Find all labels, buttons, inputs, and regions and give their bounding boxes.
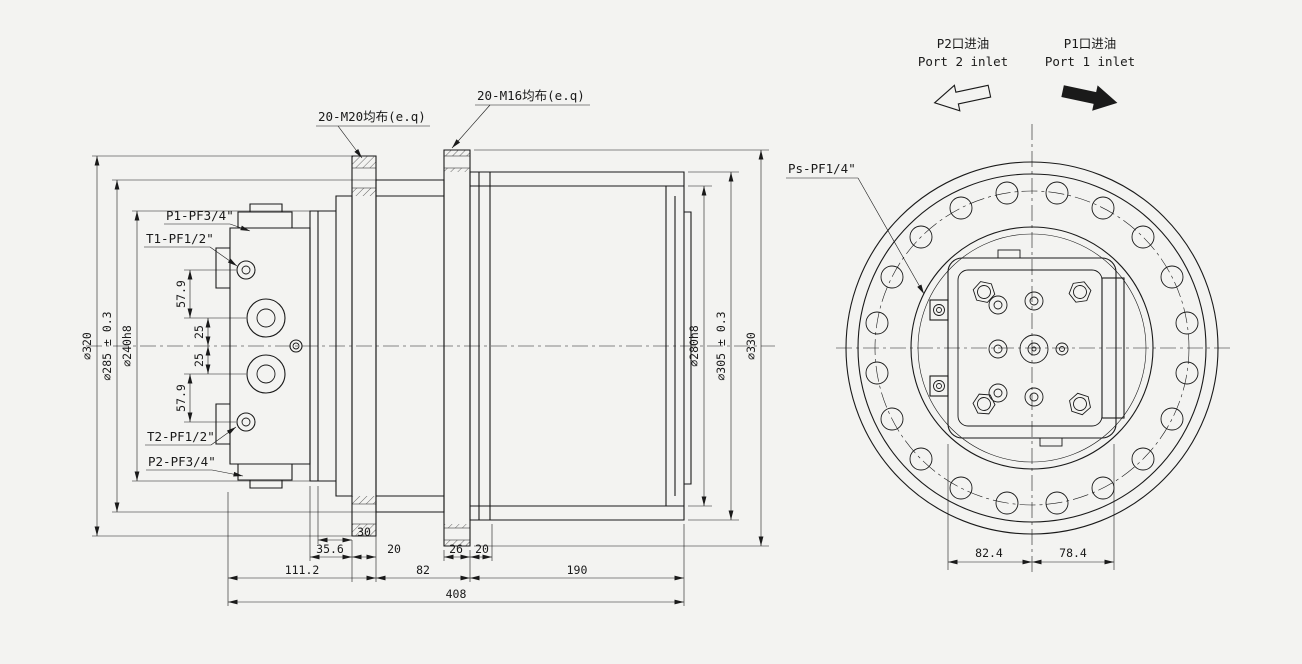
drum-housing: [469, 171, 692, 521]
front-leaders: [786, 177, 925, 295]
port-label-ps: Ps-PF1/4": [788, 161, 856, 176]
bolt-note-m16: 20-M16均布(e.q): [477, 88, 585, 103]
port1-inlet-cn: P1口进油: [1064, 36, 1117, 51]
dim-label-d320: ∅320: [80, 332, 94, 360]
dim-label-d285: ∅285 ± 0.3: [100, 311, 114, 380]
motor-assembly: [929, 249, 1125, 447]
dim-label-d280: ∅280h8: [687, 325, 701, 367]
outer-rings: [845, 161, 1219, 535]
port-label-p1: P1-PF3/4": [166, 208, 234, 223]
dim-label-78-4: 78.4: [1059, 546, 1087, 560]
front-extension-lines: [947, 444, 1115, 570]
front-labels: P2口进油 Port 2 inlet P1口进油 Port 1 inlet Ps…: [788, 36, 1135, 560]
dim-label-35-6: 35.6: [316, 542, 344, 556]
dim-label-30: 30: [357, 525, 371, 539]
side-leaders: [144, 104, 590, 477]
dim-label-57-9-upper: 57.9: [174, 280, 188, 308]
dim-label-20a: 20: [387, 542, 401, 556]
front-view: P2口进油 Port 2 inlet P1口进油 Port 1 inlet Ps…: [786, 36, 1230, 574]
side-labels: 20-M20均布(e.q) 20-M16均布(e.q) P1-PF3/4" T1…: [80, 88, 758, 601]
port2-inlet-cn: P2口进油: [937, 36, 990, 51]
bolt-note-m20: 20-M20均布(e.q): [318, 109, 426, 124]
dim-label-82-4: 82.4: [975, 546, 1003, 560]
side-extension-lines: [92, 149, 769, 606]
valve-face-ports: [988, 291, 1069, 407]
dim-label-d240: ∅240h8: [120, 325, 134, 367]
bolt-holes: [865, 181, 1199, 515]
side-view: 20-M20均布(e.q) 20-M16均布(e.q) P1-PF3/4" T1…: [80, 88, 775, 606]
dim-label-26: 26: [449, 542, 463, 556]
mounting-flange-m16: [443, 149, 471, 547]
port-label-t2: T2-PF1/2": [147, 429, 215, 444]
dim-label-82: 82: [416, 563, 430, 577]
side-dimension-lines: [94, 150, 764, 605]
dim-label-d330: ∅330: [744, 332, 758, 360]
dim-label-408: 408: [446, 587, 467, 601]
valve-ports-section: [236, 260, 303, 432]
dim-label-190: 190: [567, 563, 588, 577]
dim-label-d305: ∅305 ± 0.3: [714, 311, 728, 380]
dim-label-111-2: 111.2: [285, 563, 320, 577]
dim-label-25-lower: 25: [192, 353, 206, 367]
rotation-arrows: [933, 84, 1118, 112]
dim-label-57-9-lower: 57.9: [174, 384, 188, 412]
dim-label-25-upper: 25: [192, 325, 206, 339]
hex-bolts: [933, 279, 1094, 417]
port2-direction-arrow: [933, 84, 992, 112]
port1-direction-arrow: [1061, 85, 1118, 111]
port1-inlet-en: Port 1 inlet: [1045, 54, 1135, 69]
port2-inlet-en: Port 2 inlet: [918, 54, 1008, 69]
port-label-p2: P2-PF3/4": [148, 454, 216, 469]
dim-label-20b: 20: [475, 542, 489, 556]
port-label-t1: T1-PF1/2": [146, 231, 214, 246]
